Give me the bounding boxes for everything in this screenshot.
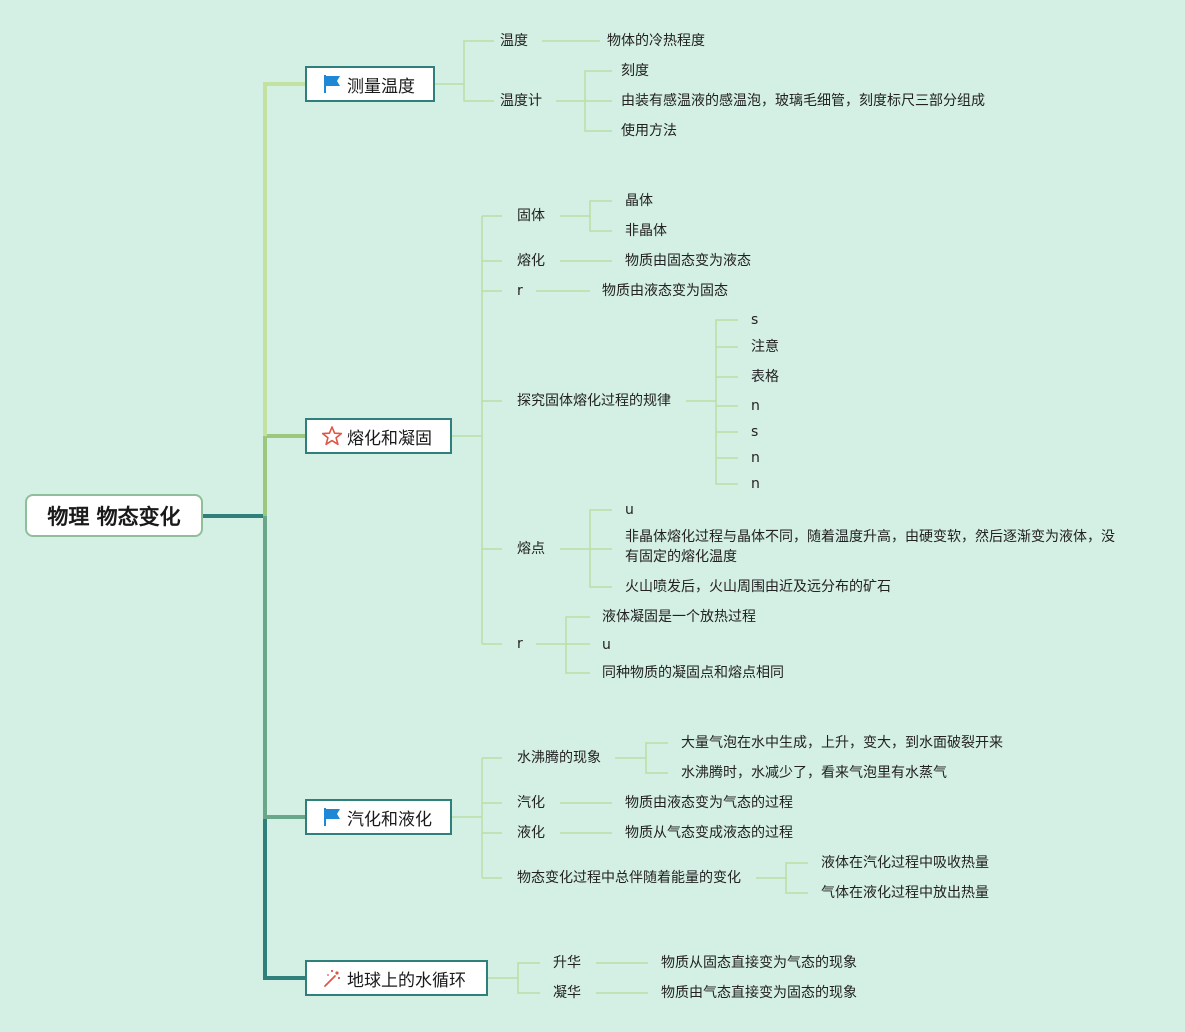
node-u-1[interactable]: u	[625, 502, 634, 518]
branch-water-cycle[interactable]: 地球上的水循环	[305, 960, 488, 996]
node-solidifying-def[interactable]: 物质由液态变为固态	[602, 283, 728, 299]
node-amorphous[interactable]: 非晶体	[625, 223, 667, 239]
node-energy-change[interactable]: 物态变化过程中总伴随着能量的变化	[517, 870, 741, 886]
node-melting-def[interactable]: 物质由固态变为液态	[625, 253, 751, 269]
node-deposition[interactable]: 凝华	[553, 985, 581, 1001]
branch-vaporization-liquefaction[interactable]: 汽化和液化	[305, 799, 452, 835]
node-melting[interactable]: 熔化	[517, 253, 545, 269]
node-n-1[interactable]: n	[751, 398, 760, 414]
node-sublimation-def[interactable]: 物质从固态直接变为气态的现象	[661, 955, 857, 971]
node-n-2[interactable]: n	[751, 450, 760, 466]
node-r-1[interactable]: r	[517, 283, 523, 299]
branch-measure-temperature[interactable]: 测量温度	[305, 66, 435, 102]
node-attention[interactable]: 注意	[751, 339, 779, 355]
node-volcano[interactable]: 火山喷发后，火山周围由近及远分布的矿石	[625, 579, 891, 595]
node-scale[interactable]: 刻度	[621, 63, 649, 79]
node-liquefaction-def[interactable]: 物质从气态变成液态的过程	[625, 825, 793, 841]
node-s-2[interactable]: s	[751, 424, 759, 440]
sparkle-icon	[324, 969, 341, 987]
node-vaporization[interactable]: 汽化	[517, 795, 545, 811]
node-s-1[interactable]: s	[751, 312, 759, 328]
branch-label: 汽化和液化	[347, 809, 432, 830]
node-water-vapor[interactable]: 水沸腾时，水减少了，看来气泡里有水蒸气	[681, 765, 947, 781]
node-sublimation[interactable]: 升华	[553, 955, 581, 971]
node-crystal[interactable]: 晶体	[625, 193, 653, 209]
node-explore-melting[interactable]: 探究固体熔化过程的规律	[517, 393, 671, 409]
node-u-2[interactable]: u	[602, 637, 611, 653]
star-icon	[321, 426, 343, 446]
branch-label: 测量温度	[347, 76, 415, 97]
node-usage[interactable]: 使用方法	[621, 123, 677, 139]
node-thermometer[interactable]: 温度计	[500, 93, 542, 109]
node-liquefaction[interactable]: 液化	[517, 825, 545, 841]
node-thermometer-parts[interactable]: 由装有感温液的感温泡，玻璃毛细管，刻度标尺三部分组成	[621, 93, 985, 109]
branch-label: 地球上的水循环	[347, 970, 466, 991]
node-melting-point[interactable]: 熔点	[517, 541, 545, 557]
node-amorphous-melting[interactable]: 非晶体熔化过程与晶体不同，随着温度升高，由硬变软，然后逐渐变为液体，没有固定的熔…	[625, 529, 1115, 565]
flag-icon	[324, 808, 340, 826]
node-table[interactable]: 表格	[751, 369, 779, 385]
node-temperature[interactable]: 温度	[500, 33, 528, 49]
root-topic[interactable]: 物理 物态变化	[25, 494, 203, 537]
branch-label: 熔化和凝固	[347, 428, 432, 449]
node-vaporization-def[interactable]: 物质由液态变为气态的过程	[625, 795, 793, 811]
node-r-2[interactable]: r	[517, 636, 523, 652]
node-bubbles[interactable]: 大量气泡在水中生成，上升，变大，到水面破裂开来	[681, 735, 1003, 751]
node-solidify-heat[interactable]: 液体凝固是一个放热过程	[602, 609, 756, 625]
node-deposition-def[interactable]: 物质由气态直接变为固态的现象	[661, 985, 857, 1001]
node-absorb-heat[interactable]: 液体在汽化过程中吸收热量	[821, 855, 989, 871]
node-same-point[interactable]: 同种物质的凝固点和熔点相同	[602, 665, 784, 681]
node-boiling[interactable]: 水沸腾的现象	[517, 750, 601, 766]
node-n-3[interactable]: n	[751, 476, 760, 492]
node-solid[interactable]: 固体	[517, 208, 545, 224]
branch-melting-solidifying[interactable]: 熔化和凝固	[305, 418, 452, 454]
node-temperature-def[interactable]: 物体的冷热程度	[607, 33, 705, 49]
flag-icon	[324, 75, 340, 93]
node-release-heat[interactable]: 气体在液化过程中放出热量	[821, 885, 989, 901]
